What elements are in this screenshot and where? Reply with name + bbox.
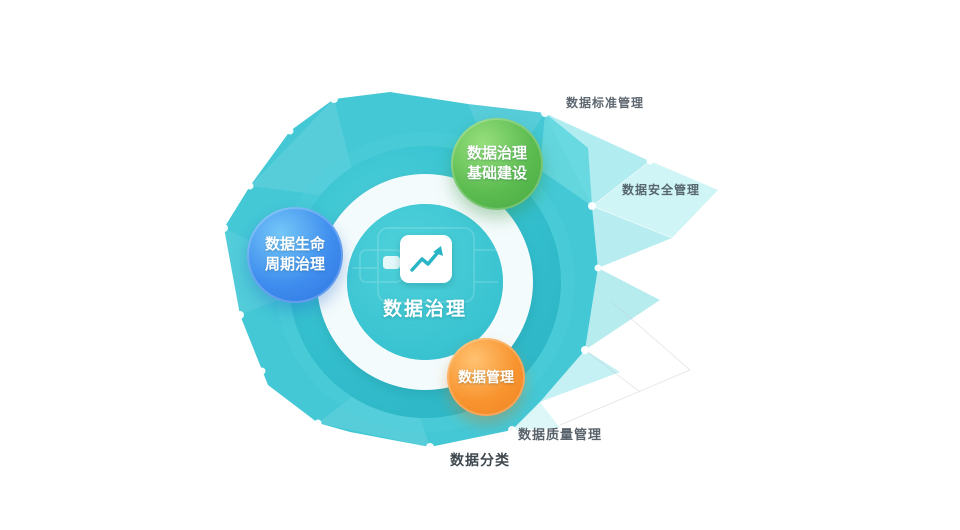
- faded-label-security: 数据安全管理: [622, 183, 701, 197]
- node-lifecycle: 数据生命 周期治理: [247, 207, 343, 303]
- faint-lines: [559, 301, 691, 426]
- vertex-dots: [220, 95, 654, 451]
- node-management: 数据管理: [447, 338, 525, 416]
- node-management-line1: 数据管理: [458, 369, 514, 385]
- center-title: 数据治理: [382, 299, 467, 320]
- trend-chart-icon: [383, 235, 452, 283]
- node-infrastructure: 数据治理 基础建设: [451, 118, 543, 210]
- edge-lines: [544, 112, 673, 239]
- node-lifecycle-line2: 周期治理: [264, 256, 325, 273]
- node-infrastructure-line2: 基础建设: [466, 165, 527, 182]
- faded-label-standard: 数据标准管理: [566, 96, 645, 110]
- faded-label-quality: 数据质量管理: [518, 427, 603, 442]
- node-infrastructure-line1: 数据治理: [466, 145, 527, 162]
- faded-label-classification: 数据分类: [450, 452, 510, 468]
- node-lifecycle-line1: 数据生命: [264, 236, 325, 253]
- center-icon-wrap: [380, 232, 464, 295]
